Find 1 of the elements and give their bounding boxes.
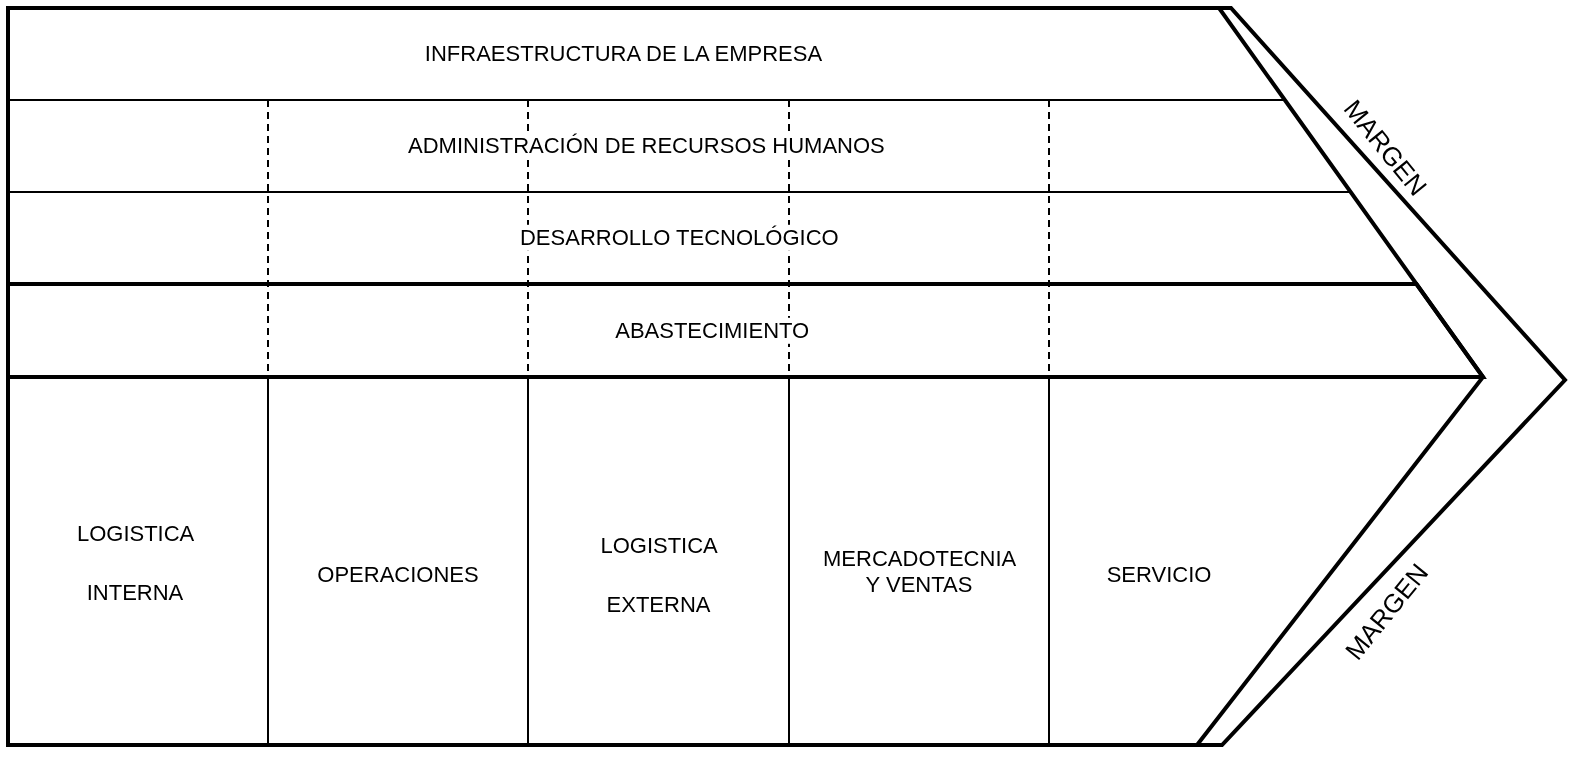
band-label: DESARROLLO TECNOLÓGICO bbox=[520, 224, 839, 252]
